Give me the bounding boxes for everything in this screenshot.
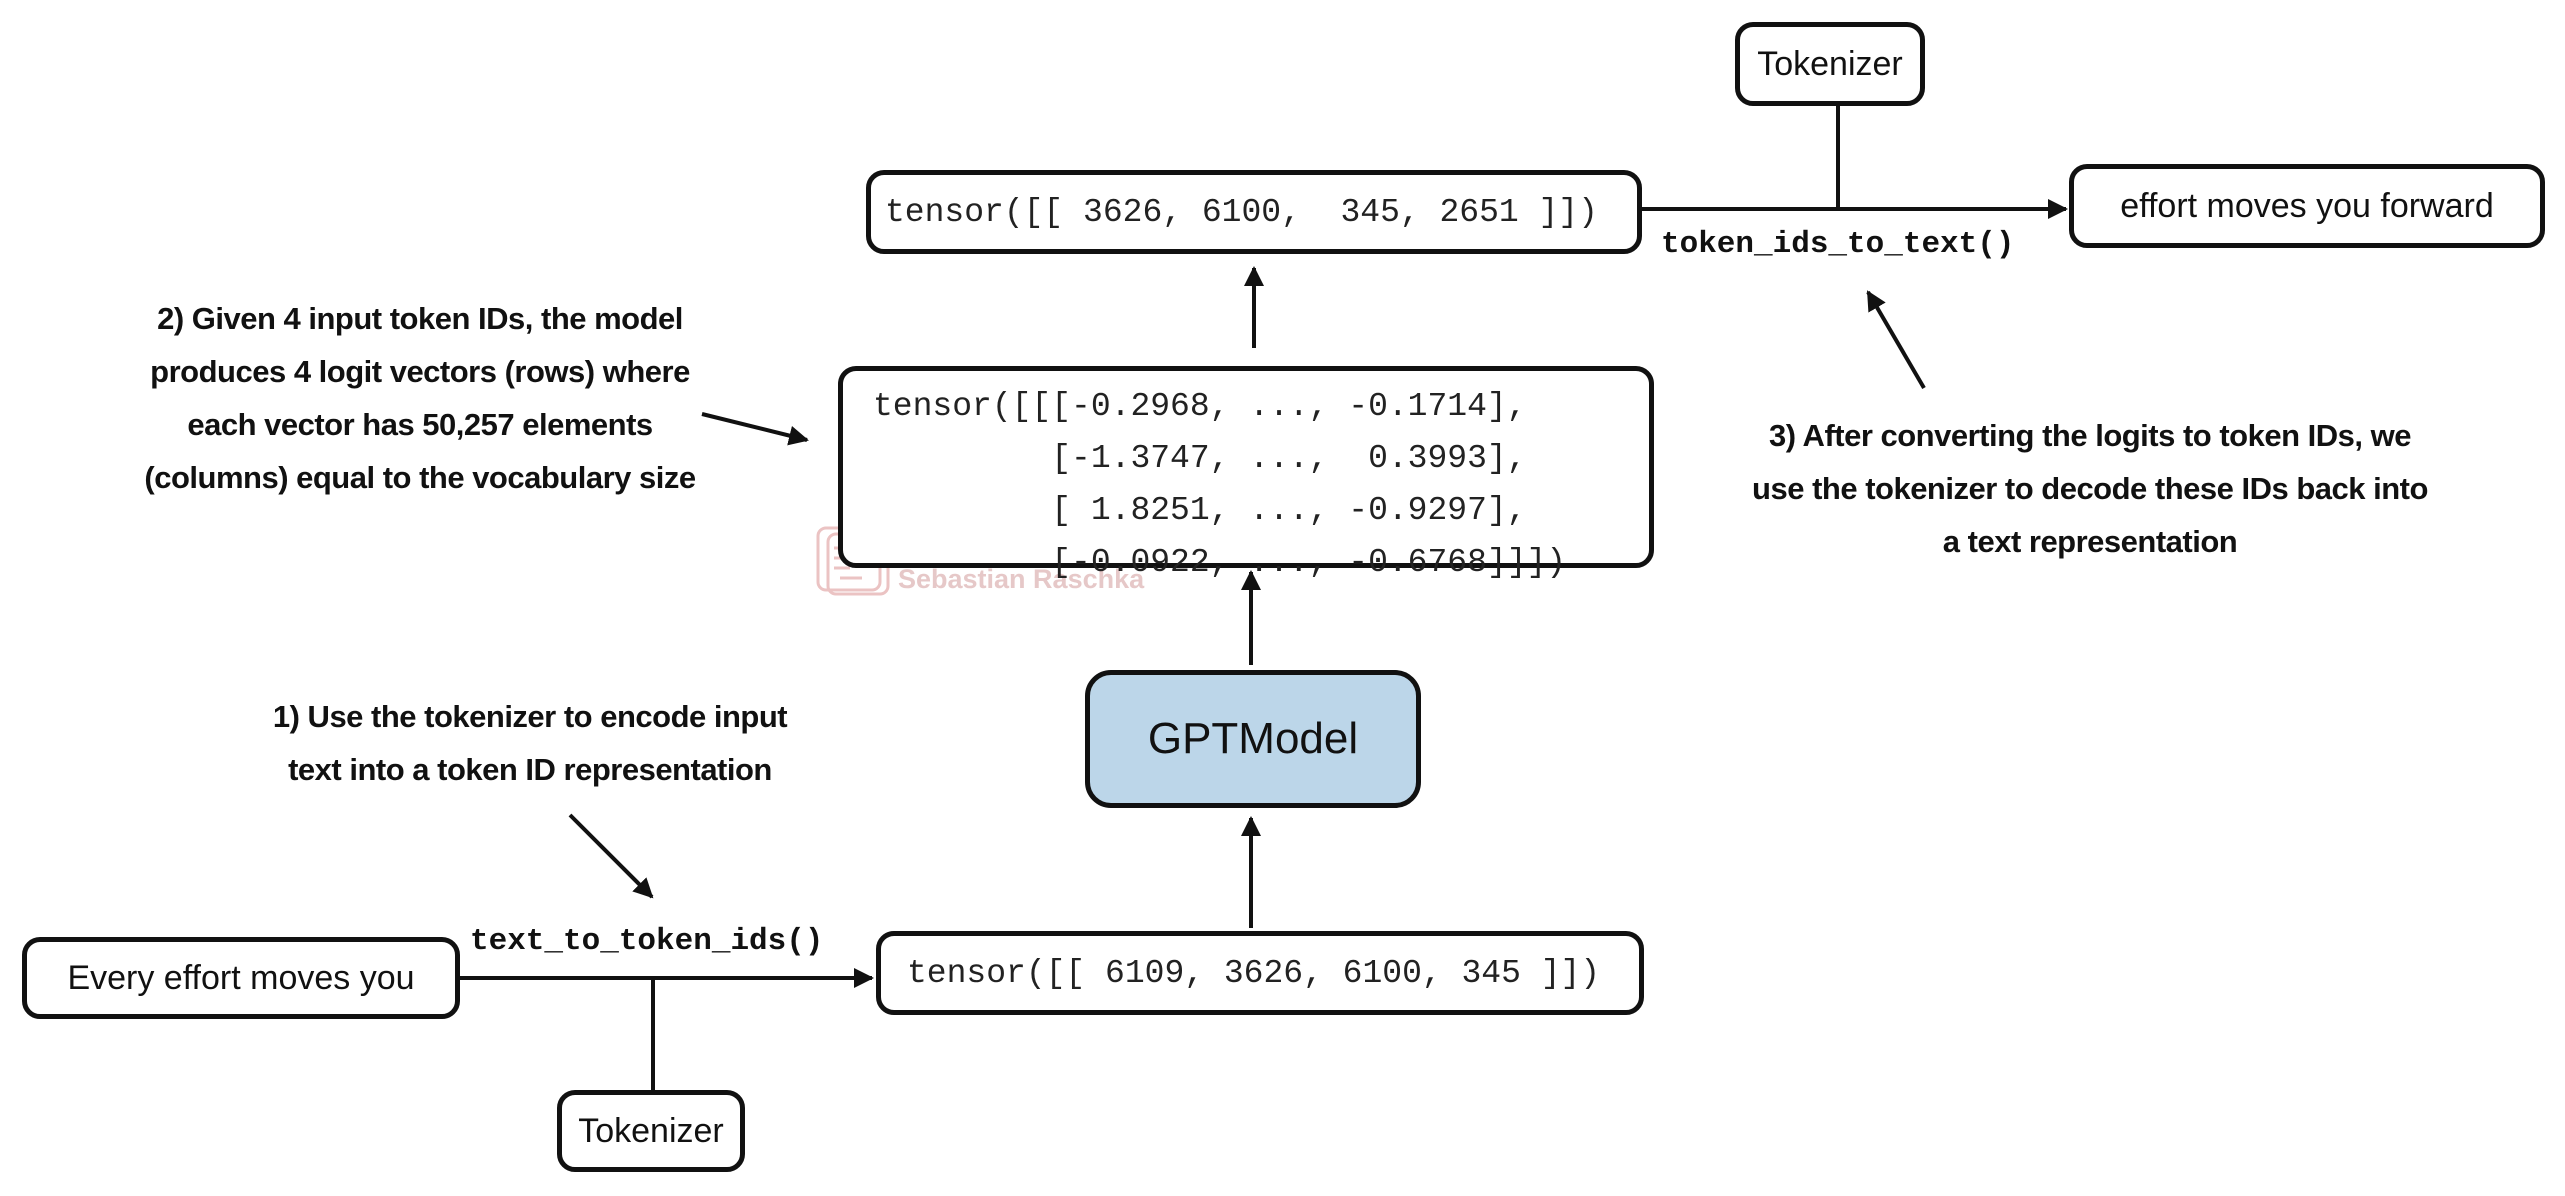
pointer-note-1 <box>568 813 654 899</box>
input-token-tensor-box: tensor([[ 6109, 3626, 6100, 345 ]]) <box>876 931 1644 1015</box>
logits-row: [-0.0922, ..., -0.6768]]]) <box>873 544 1567 581</box>
note-step-2-line: 2) Given 4 input token IDs, the model <box>157 301 683 336</box>
pointer-note-2 <box>701 412 809 446</box>
note-step-1: 1) Use the tokenizer to encode input tex… <box>240 690 820 796</box>
logits-row: [ 1.8251, ..., -0.9297], <box>873 492 1527 529</box>
output-text-box: effort moves you forward <box>2069 164 2545 248</box>
tokenizer-top-label: Tokenizer <box>1757 44 1903 83</box>
logits-row: [-1.3747, ..., 0.3993], <box>873 440 1527 477</box>
logits-tensor-box: tensor([[[-0.2968, ..., -0.1714], [-1.37… <box>838 366 1654 581</box>
note-step-2-line: (columns) equal to the vocabulary size <box>144 460 696 495</box>
input-token-tensor: tensor([[ 6109, 3626, 6100, 345 ]]) <box>907 954 1601 992</box>
note-step-3-line: 3) After converting the logits to token … <box>1769 418 2411 453</box>
gpt-model-box: GPTModel <box>1085 670 1421 808</box>
output-token-tensor-box: tensor([[ 3626, 6100, 345, 2651 ]]) <box>866 170 1642 254</box>
note-step-3-line: a text representation <box>1942 524 2238 559</box>
output-text: effort moves you forward <box>2120 186 2494 225</box>
note-step-3-line: use the tokenizer to decode these IDs ba… <box>1752 471 2428 506</box>
note-step-2-line: produces 4 logit vectors (rows) where <box>150 354 690 389</box>
note-step-1-line: text into a token ID representation <box>288 752 772 787</box>
watermark-text: Sebastian Raschka <box>898 564 1145 594</box>
tokenizer-box-top: Tokenizer <box>1735 22 1925 106</box>
note-step-3: 3) After converting the logits to token … <box>1690 409 2490 568</box>
tokenizer-box-bottom: Tokenizer <box>557 1090 745 1172</box>
logits-row: tensor([[[-0.2968, ..., -0.1714], <box>873 388 1527 425</box>
note-step-1-line: 1) Use the tokenizer to encode input <box>272 699 788 734</box>
token-ids-to-text-label: token_ids_to_text() <box>1661 227 2015 262</box>
pointer-note-3 <box>1866 290 1926 390</box>
tokenizer-bottom-label: Tokenizer <box>578 1111 724 1150</box>
input-text-box: Every effort moves you <box>22 937 460 1019</box>
gpt-model-label: GPTModel <box>1147 714 1359 763</box>
note-step-2-line: each vector has 50,257 elements <box>187 407 653 442</box>
note-step-2: 2) Given 4 input token IDs, the model pr… <box>110 292 730 504</box>
text-to-token-ids-label: text_to_token_ids() <box>470 924 824 959</box>
input-text: Every effort moves you <box>67 958 415 997</box>
output-token-tensor: tensor([[ 3626, 6100, 345, 2651 ]]) <box>885 193 1598 231</box>
